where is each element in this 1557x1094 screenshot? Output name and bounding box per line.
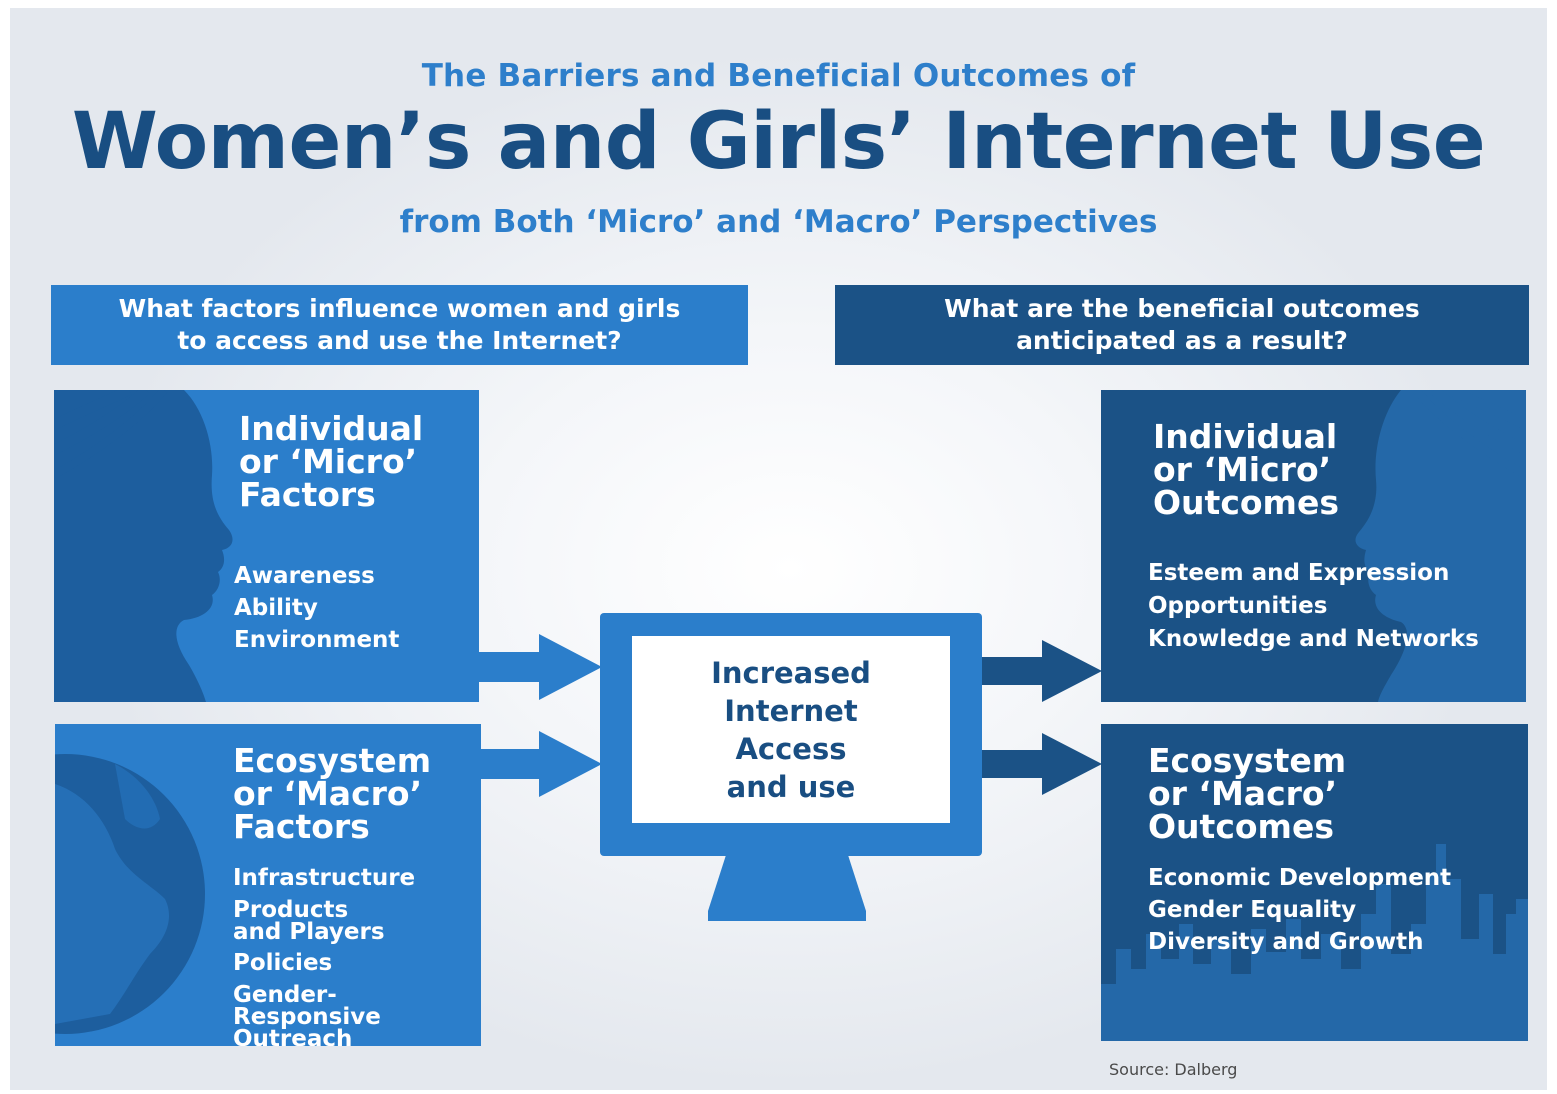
macro-outcomes-heading: Ecosystem or ‘Macro’ Outcomes: [1148, 744, 1346, 843]
outcomes-question-banner: What are the beneficial outcomes anticip…: [835, 285, 1529, 365]
micro-factor-item: Awareness: [234, 563, 375, 589]
macro-factor-item: Policies: [233, 950, 333, 976]
macro-outcome-item: Diversity and Growth: [1148, 929, 1424, 955]
factors-question-banner: What factors influence women and girls t…: [51, 285, 748, 365]
micro-factors-heading-line: or ‘Micro’: [239, 442, 418, 481]
macro-outcomes-heading-line: Outcomes: [1148, 807, 1334, 846]
monitor-stand: [708, 855, 866, 921]
right-arrow-icon: [479, 634, 602, 700]
micro-factors-panel: Individual or ‘Micro’ Factors Awareness …: [54, 390, 479, 702]
macro-factors-heading: Ecosystem or ‘Macro’ Factors: [233, 744, 431, 843]
micro-outcome-item: Opportunities: [1148, 593, 1328, 619]
sub-title: from Both ‘Micro’ and ‘Macro’ Perspectiv…: [399, 204, 1158, 240]
super-title: The Barriers and Beneficial Outcomes of: [421, 58, 1136, 94]
right-arrow-icon: [982, 640, 1102, 702]
factors-question-line-2: to access and use the Internet?: [177, 326, 622, 355]
factors-question-line-1: What factors influence women and girls: [118, 294, 681, 323]
micro-outcome-item: Knowledge and Networks: [1148, 626, 1479, 652]
macro-outcomes-heading-line: or ‘Macro’: [1148, 774, 1338, 813]
macro-outcome-item: Gender Equality: [1148, 897, 1357, 923]
source-note: Source: Dalberg: [1109, 1060, 1238, 1079]
center-label: Increased Internet Access and use: [711, 654, 871, 806]
macro-factors-heading-line: Factors: [233, 807, 370, 846]
macro-factor-item: Gender-Responsive Outreach: [233, 982, 381, 1047]
macro-outcomes-heading-line: Ecosystem: [1148, 741, 1347, 780]
macro-factors-heading-line: or ‘Macro’: [233, 774, 423, 813]
monitor-screen: Increased Internet Access and use: [632, 636, 950, 823]
micro-factors-heading-line: Factors: [239, 475, 376, 514]
micro-factors-heading: Individual or ‘Micro’ Factors: [239, 412, 423, 511]
outcomes-question-line-1: What are the beneficial outcomes: [944, 294, 1420, 323]
center-label-line: Internet: [724, 693, 858, 728]
right-arrow-icon: [982, 733, 1102, 795]
woman-profile-icon: [1355, 390, 1526, 702]
woman-profile-icon: [54, 390, 233, 702]
center-label-line: Access: [735, 731, 847, 766]
micro-factors-heading-line: Individual: [239, 409, 424, 448]
micro-outcomes-heading-line: Outcomes: [1153, 483, 1339, 522]
main-title: Women’s and Girls’ Internet Use: [71, 97, 1486, 187]
macro-factor-item: Products and Players: [233, 897, 385, 945]
micro-outcome-item: Esteem and Expression: [1148, 560, 1450, 586]
micro-outcomes-heading-line: Individual: [1153, 417, 1338, 456]
macro-outcome-item: Economic Development: [1148, 865, 1452, 891]
micro-factor-item: Environment: [234, 627, 400, 653]
micro-factor-item: Ability: [234, 595, 318, 621]
micro-outcomes-heading: Individual or ‘Micro’ Outcomes: [1153, 420, 1339, 519]
center-label-line: and use: [726, 769, 856, 804]
macro-factors-heading-line: Ecosystem: [233, 741, 432, 780]
city-skyline-icon: [1101, 844, 1528, 1041]
outcomes-question-line-2: anticipated as a result?: [1016, 326, 1348, 355]
micro-outcomes-heading-line: or ‘Micro’: [1153, 450, 1332, 489]
macro-factors-panel: Ecosystem or ‘Macro’ Factors Infrastruct…: [55, 724, 481, 1046]
micro-outcomes-panel: Individual or ‘Micro’ Outcomes Esteem an…: [1101, 390, 1526, 702]
macro-outcomes-panel: Ecosystem or ‘Macro’ Outcomes Economic D…: [1101, 724, 1528, 1041]
macro-factor-item: Infrastructure: [233, 865, 416, 891]
center-label-line: Increased: [711, 655, 871, 690]
globe-icon: [55, 754, 205, 1034]
right-arrow-icon: [481, 731, 602, 797]
